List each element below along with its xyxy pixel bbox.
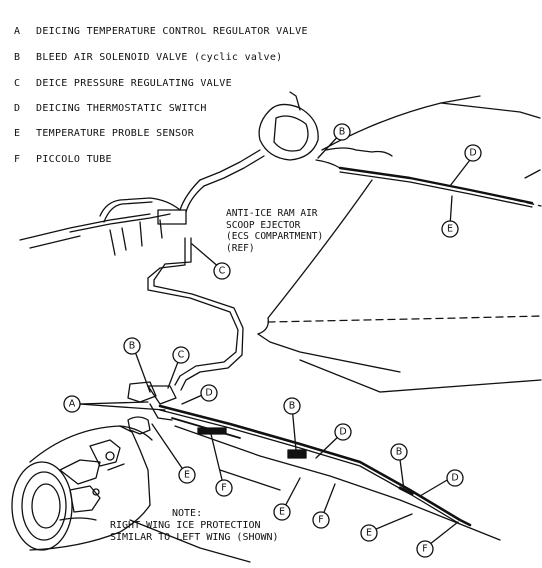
callout-label: F xyxy=(422,544,427,555)
callout-low-b xyxy=(283,397,301,415)
upper-wing-leading-edge xyxy=(257,179,373,335)
callout-label: D xyxy=(469,148,476,159)
callout-label: D xyxy=(451,473,458,484)
callout-top-b xyxy=(333,123,351,141)
callout-top-e xyxy=(441,220,459,238)
callout-label: E xyxy=(184,470,190,481)
callout-low-d xyxy=(334,423,352,441)
callout-mid-e xyxy=(178,466,196,484)
callout-label: A xyxy=(69,399,76,410)
callout-top-c xyxy=(213,262,231,280)
upper-piccolo-tube xyxy=(338,166,534,205)
callout-tip-b xyxy=(390,443,408,461)
fuselage-dashed-line xyxy=(267,315,542,323)
callout-label: B xyxy=(129,341,136,352)
callout-label: D xyxy=(205,388,212,399)
callout-label: C xyxy=(219,266,226,277)
lower-wing-outline xyxy=(379,379,542,393)
callout-mid-c xyxy=(172,346,190,364)
callout-mid-f xyxy=(215,479,233,497)
note-heading: NOTE: xyxy=(172,508,203,519)
note-block: NOTE: RIGHT WING ICE PROTECTION SIMILAR … xyxy=(110,508,279,544)
crossover-duct xyxy=(147,237,239,386)
note-line: SIMILAR TO LEFT WING (SHOWN) xyxy=(110,532,279,543)
lower-piccolo-tube xyxy=(158,404,472,527)
callout-label: B xyxy=(339,127,346,138)
callout-mid-d xyxy=(200,384,218,402)
callout-label: B xyxy=(396,447,403,458)
engine-nacelle xyxy=(29,425,153,463)
engine-inlet xyxy=(11,461,73,551)
callout-mid-b xyxy=(123,337,141,355)
callout-low-f xyxy=(312,511,330,529)
note-line: RIGHT WING ICE PROTECTION xyxy=(110,520,261,531)
callout-label: B xyxy=(289,401,296,412)
callout-low-e xyxy=(273,503,291,521)
ecs-ducting xyxy=(258,103,319,161)
callout-top-d xyxy=(464,144,482,162)
callout-mid-a xyxy=(63,395,81,413)
callout-label: D xyxy=(339,427,346,438)
callout-tip-d xyxy=(446,469,464,487)
callout-label: E xyxy=(447,224,453,235)
ram-air-scoop-label: ANTI-ICE RAM AIR SCOOP EJECTOR (ECS COMP… xyxy=(226,208,324,254)
callout-tip-e xyxy=(360,524,378,542)
callout-label: E xyxy=(366,528,372,539)
upper-wing-outline xyxy=(321,95,481,151)
callout-tip-f xyxy=(416,540,434,558)
callout-label: F xyxy=(221,483,226,494)
callout-label: E xyxy=(279,507,285,518)
callout-label: C xyxy=(178,350,185,361)
callout-label: F xyxy=(318,515,323,526)
